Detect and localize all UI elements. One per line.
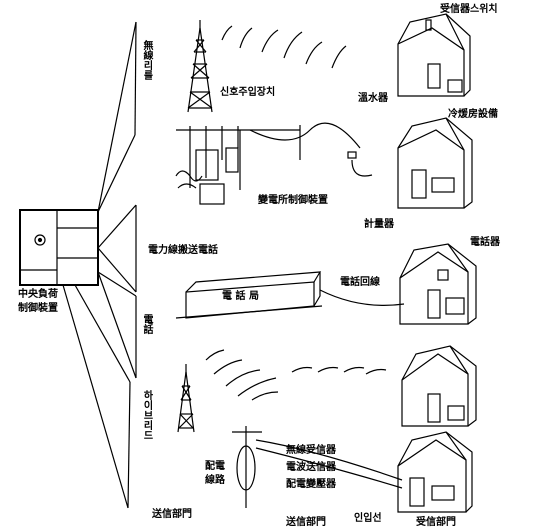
- distribution-line-label-1: 配電: [205, 461, 225, 472]
- house-2: [397, 117, 473, 209]
- distribution-line-label-2: 線路: [205, 475, 225, 486]
- house-3: [399, 243, 477, 325]
- dist-transformer-label: 配電變壓器: [286, 479, 336, 490]
- telephone-office: [175, 271, 323, 319]
- house-5: [397, 431, 473, 513]
- radio-tower-bottom: [177, 364, 195, 433]
- radio-waves-top: [221, 25, 347, 69]
- substation-control-label: 變電所制御裝置: [258, 195, 328, 206]
- central-unit-label-1: 中央負荷: [18, 289, 58, 300]
- channel-hybrid-label: 하이브리드: [141, 390, 152, 440]
- telephone-line-cable: [319, 289, 405, 306]
- substation: [175, 122, 373, 205]
- meter-label: 計量器: [364, 219, 394, 230]
- receiving-section-label: 受信部門: [416, 517, 456, 528]
- service-drop-label: 인입선: [354, 513, 382, 524]
- telephone-office-label: 電 話 局: [222, 291, 259, 302]
- central-unit-label-2: 制御裝置: [18, 303, 58, 314]
- carrier-transmitter-label: 電波送信器: [286, 462, 336, 473]
- channel-fan-lines: [62, 21, 137, 509]
- transmitting-section-label: 送信部門: [152, 509, 192, 520]
- signal-transmitter-label: 신호주입장치: [220, 87, 276, 98]
- channel-telephone-label: 電話: [141, 314, 152, 334]
- wireless-receiver-label: 無線受信器: [286, 445, 336, 456]
- signal-section-label: 送信部門: [286, 517, 326, 528]
- house-4: [401, 345, 477, 427]
- house-1: [397, 13, 471, 97]
- radio-waves-bottom: [205, 349, 387, 401]
- telephone-set-label: 電話器: [470, 237, 500, 248]
- cooling-heating-label: 冷煖房設備: [448, 109, 498, 120]
- channel-radio-label: 無線리를: [141, 40, 152, 80]
- radio-tower-top: [187, 20, 213, 113]
- central-control-unit: [19, 209, 99, 286]
- distribution-pole: [232, 426, 403, 508]
- channel-power-line-label: 電力線搬送電話: [148, 245, 218, 256]
- receiver-switch-label: 受信器스위치: [440, 4, 498, 15]
- telephone-line-label: 電話回線: [340, 277, 380, 288]
- water-heater-label: 溫水器: [358, 93, 388, 104]
